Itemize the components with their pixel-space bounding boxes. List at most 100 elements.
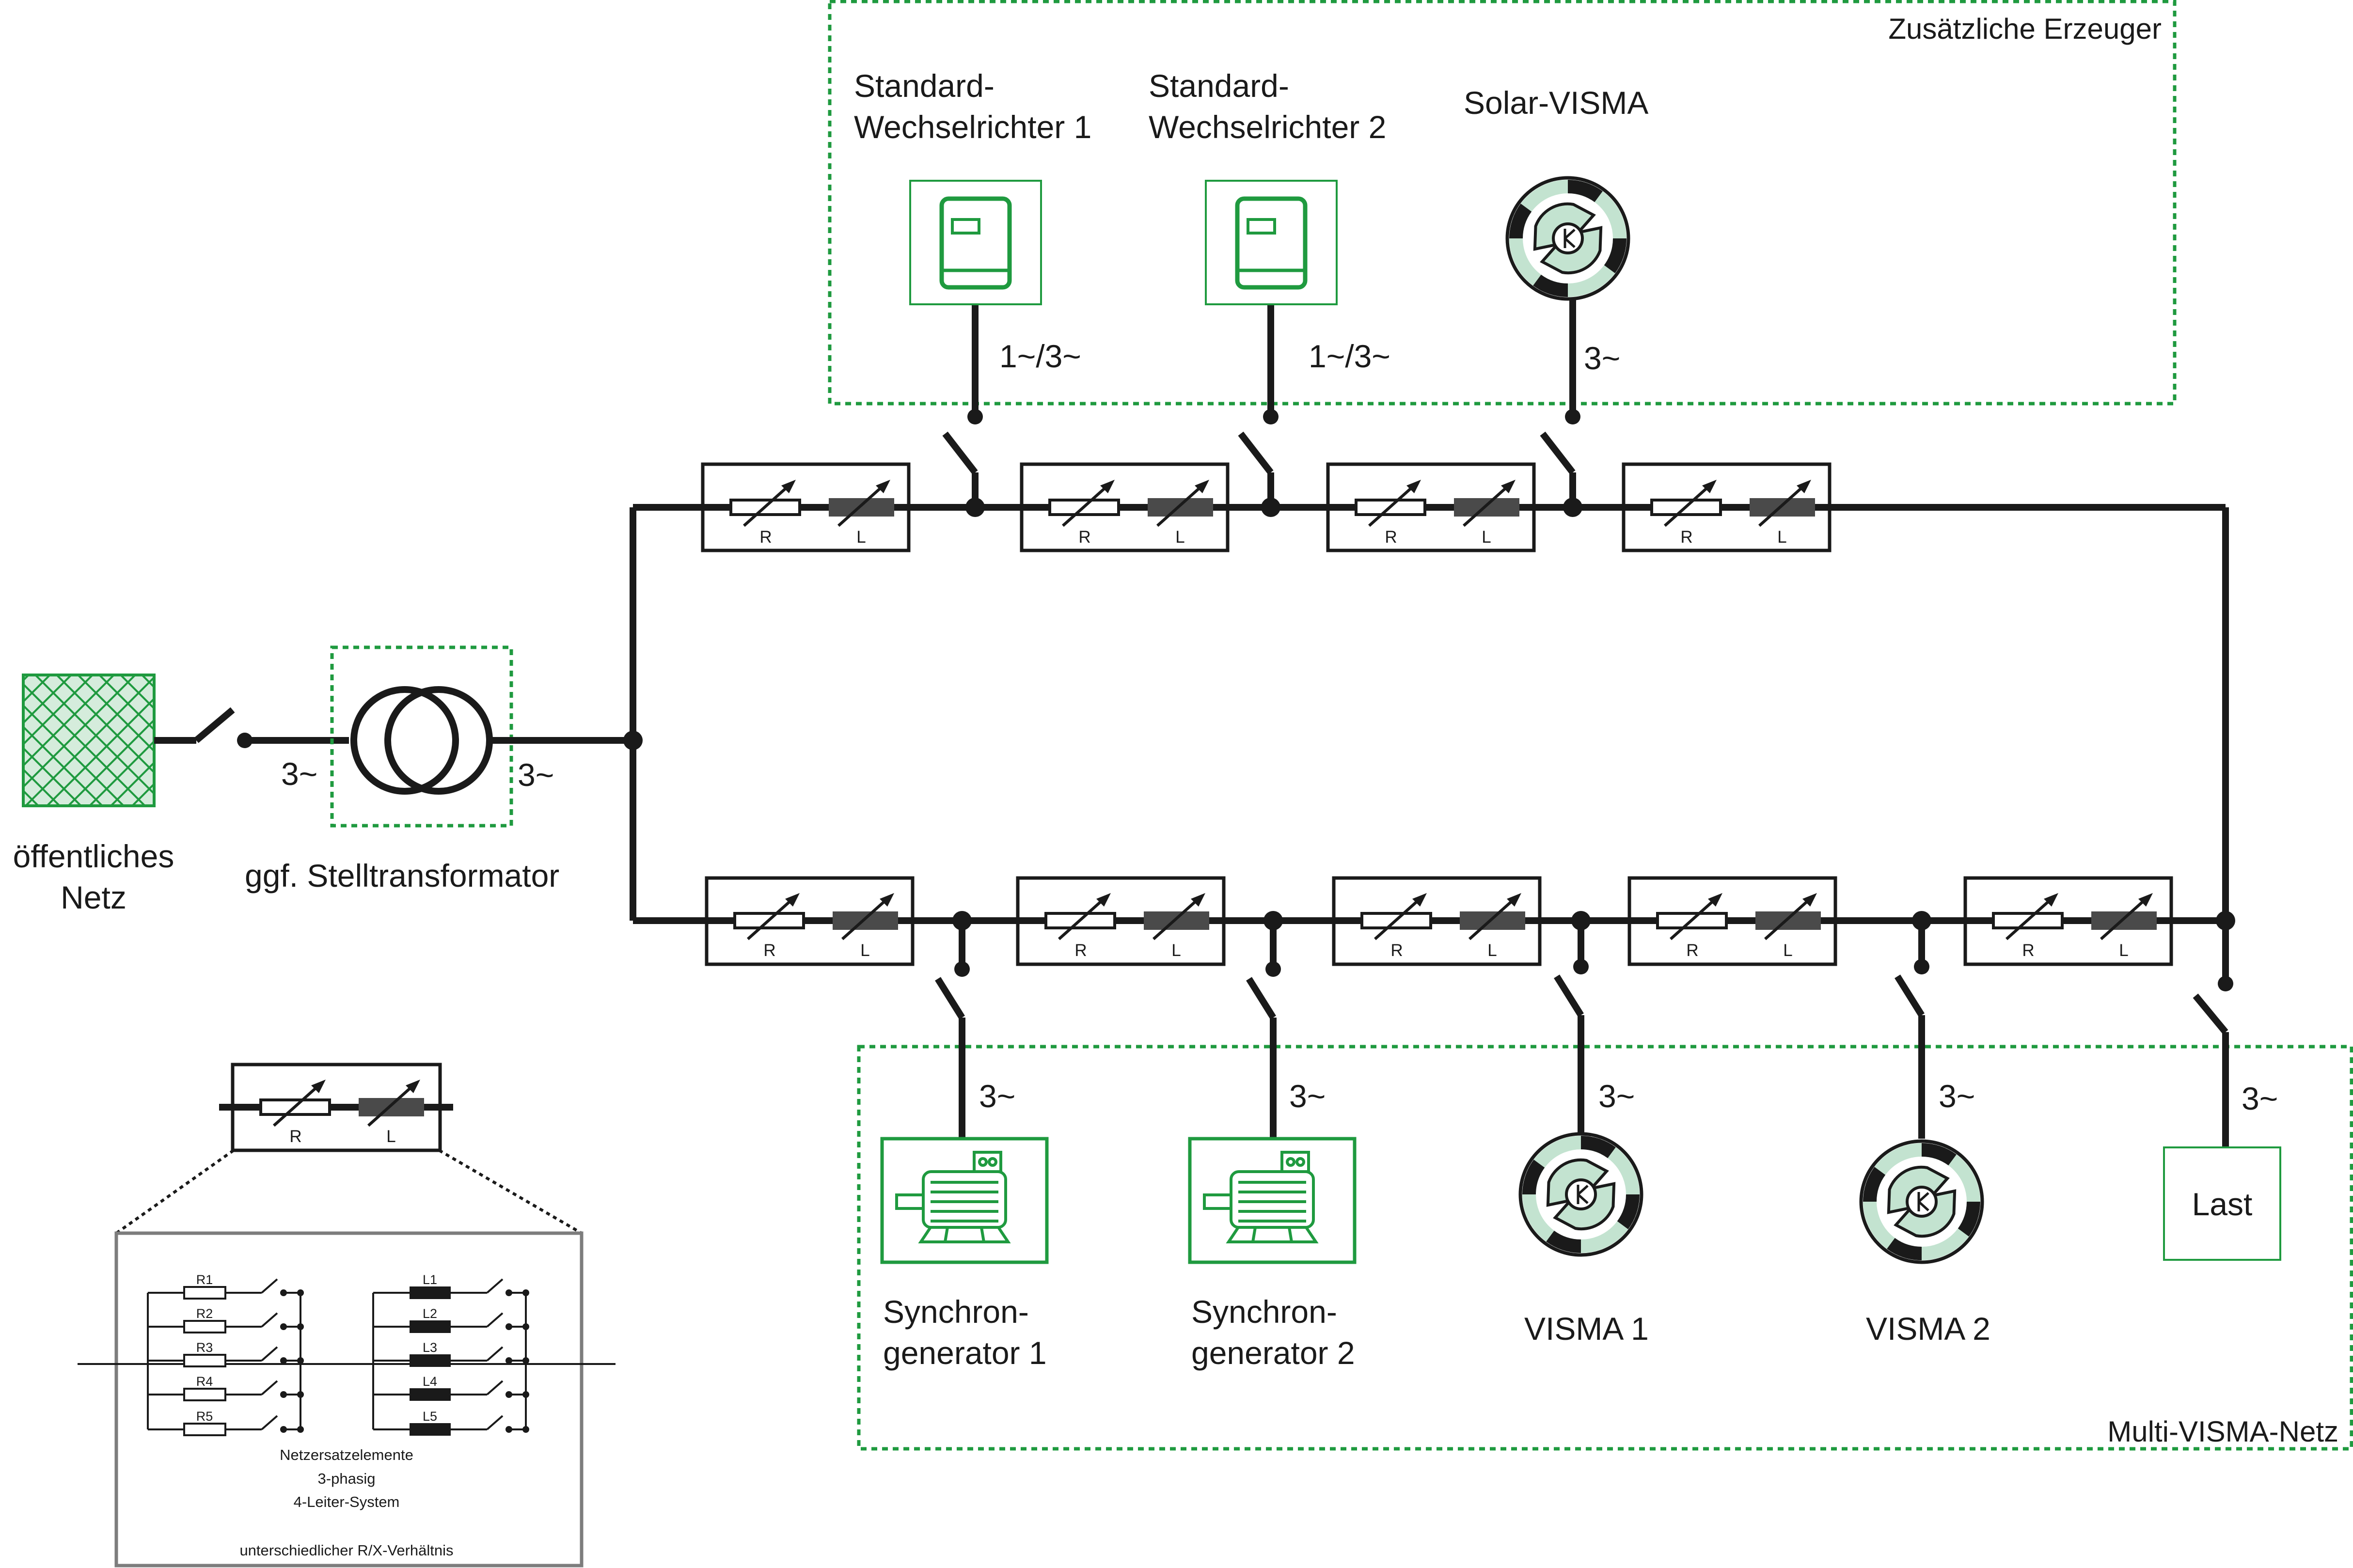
l-label: L: [1175, 528, 1184, 547]
bottom-feeder-3: [1554, 911, 1591, 1139]
r-label: R: [1680, 528, 1692, 547]
detail-caption-1: Netzersatzelemente: [280, 1446, 413, 1463]
detail-callout: R L: [115, 1063, 583, 1235]
sync-gen-2-phase: 3~: [1289, 1078, 1326, 1114]
line-element: R L: [1332, 876, 1542, 966]
inverter-1-name-1: Standard-: [854, 68, 995, 104]
inverter-1: Standard- Wechselrichter 1 1~/3~: [854, 68, 1091, 374]
transformer: ggf. Stelltransformator: [245, 645, 559, 894]
visma-2-name: VISMA 2: [1866, 1311, 1990, 1347]
grid-switch: [154, 707, 349, 748]
l-label: L: [386, 1127, 395, 1146]
l-label: L: [2119, 941, 2128, 960]
inverter-2-name-1: Standard-: [1149, 68, 1289, 104]
resistor-label-r1: R1: [196, 1272, 213, 1287]
resistor-label-r3: R3: [196, 1340, 213, 1355]
resistor-label-r4: R4: [196, 1374, 213, 1389]
synchronous-generator-2: Synchron- generator 2 3~: [1188, 1078, 1357, 1371]
visma-2: VISMA 2 3~: [1859, 1078, 1990, 1347]
sync-gen-2-name-2: generator 2: [1191, 1335, 1355, 1371]
visma-2-phase: 3~: [1939, 1078, 1975, 1114]
r-label: R: [1686, 941, 1698, 960]
bottom-feeder-1: [935, 911, 972, 1140]
r-label: R: [1385, 528, 1397, 547]
line-element: R L: [701, 462, 911, 552]
bottom-feeder-5: [2193, 976, 2233, 1147]
visma-icon: [1518, 1132, 1643, 1257]
transformer-phase-label: 3~: [518, 757, 554, 793]
top-feeder-3: [1540, 298, 1582, 517]
motor-icon: [895, 1151, 1011, 1243]
detail-caption-2: 3-phasig: [318, 1470, 376, 1487]
l-label: L: [860, 941, 869, 960]
public-grid-label-2: Netz: [61, 879, 126, 915]
top-feeder-2: [1238, 303, 1280, 517]
bottom-feeder-4: [1895, 911, 1931, 1139]
sync-gen-1-name-2: generator 1: [883, 1335, 1047, 1371]
r-label: R: [1074, 941, 1087, 960]
detail-caption-3: 4-Leiter-System: [294, 1493, 400, 1510]
resistor-label-r2: R2: [196, 1306, 213, 1321]
detail-caption-4: unterschiedlicher R/X-Verhältnis: [239, 1542, 453, 1559]
inverter-2-name-2: Wechselrichter 2: [1149, 109, 1386, 145]
inverter-icon: [939, 196, 1012, 290]
solar-visma: Solar-VISMA 3~: [1464, 85, 1648, 376]
l-label: L: [1777, 528, 1786, 547]
visma-1: VISMA 1 3~: [1518, 1078, 1649, 1347]
inductor-label-l3: L3: [423, 1340, 437, 1355]
bus-junction: [623, 731, 643, 750]
line-element: R L: [1622, 462, 1832, 552]
r-label: R: [289, 1127, 301, 1146]
transformer-frame: [330, 645, 513, 828]
region-label-zusaetzliche-erzeuger: Zusätzliche Erzeuger: [1888, 13, 2162, 45]
region-zusaetzliche-erzeuger: Zusätzliche Erzeuger: [828, 0, 2177, 406]
load-box: [2163, 1146, 2281, 1261]
line-element: R L: [1963, 876, 2173, 966]
inverter-1-name-2: Wechselrichter 1: [854, 109, 1091, 145]
public-grid: öffentliches Netz: [13, 674, 174, 915]
line-element: R L: [1016, 876, 1226, 966]
line-element: R L: [1326, 462, 1536, 552]
bottom-feeder-2: [1246, 911, 1283, 1139]
visma-icon: [1859, 1139, 1984, 1264]
line-element: R L: [705, 876, 915, 966]
load: Last 3~: [2163, 1081, 2281, 1261]
inductor-label-l1: L1: [423, 1272, 437, 1287]
inductor-label-l5: L5: [423, 1409, 437, 1424]
public-grid-label-1: öffentliches: [13, 838, 174, 874]
l-label: L: [856, 528, 866, 547]
region-label-multi-visma-netz: Multi-VISMA-Netz: [2107, 1415, 2338, 1448]
top-feeder-1: [942, 303, 985, 517]
inverter-2: Standard- Wechselrichter 2 1~/3~: [1149, 68, 1390, 374]
load-phase: 3~: [2242, 1081, 2278, 1116]
grid-phase-label: 3~: [281, 756, 317, 792]
inductor-label-l2: L2: [423, 1306, 437, 1321]
inverter-icon: [1235, 196, 1308, 290]
sync-gen-2-name-1: Synchron-: [1191, 1294, 1337, 1330]
r-label: R: [2022, 941, 2034, 960]
line-element: R L: [1627, 876, 1837, 966]
detail-panel: R1 R2 R3 R4 R5 L1 L2 L3 L4 L5 Netze: [78, 1231, 616, 1568]
r-label: R: [763, 941, 775, 960]
l-label: L: [1487, 941, 1497, 960]
l-label: L: [1482, 528, 1491, 547]
load-label: Last: [2192, 1186, 2253, 1222]
synchronous-generator-1: Synchron- generator 1 3~: [880, 1078, 1049, 1371]
r-label: R: [1390, 941, 1403, 960]
region-multi-visma-netz: Multi-VISMA-Netz: [857, 1045, 2353, 1451]
solar-visma-phase: 3~: [1584, 340, 1620, 376]
l-label: L: [1171, 941, 1181, 960]
resistor-label-r5: R5: [196, 1409, 213, 1424]
bus-junction: [2216, 911, 2235, 930]
solar-visma-name: Solar-VISMA: [1464, 85, 1648, 121]
visma-1-name: VISMA 1: [1524, 1311, 1649, 1347]
line-element: R L: [1020, 462, 1230, 552]
sync-gen-1-name-1: Synchron-: [883, 1294, 1029, 1330]
inverter-2-phase: 1~/3~: [1309, 338, 1390, 374]
motor-icon: [1203, 1151, 1319, 1243]
l-label: L: [1783, 941, 1792, 960]
r-label: R: [759, 528, 772, 547]
visma-icon: [1505, 176, 1630, 301]
visma-1-phase: 3~: [1598, 1078, 1635, 1114]
